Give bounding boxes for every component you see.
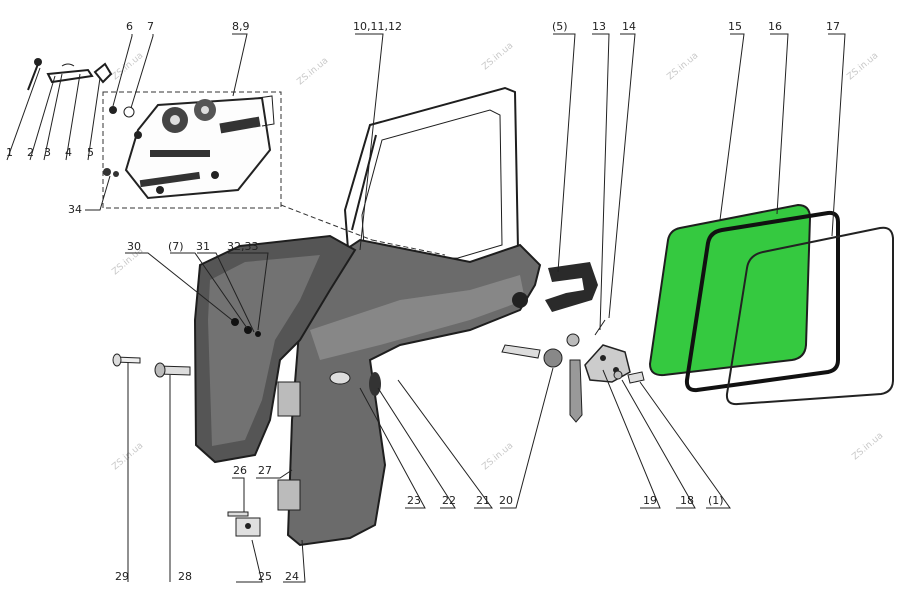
callout-25: 25 <box>258 570 272 583</box>
callout-1: 1 <box>6 146 13 159</box>
callout-21: 21 <box>476 494 490 507</box>
trim-clip <box>255 331 261 337</box>
callout-6: 6 <box>126 20 133 33</box>
callout-26: 26 <box>233 464 247 477</box>
screw-34-part <box>103 168 111 176</box>
lock-lever <box>150 150 210 157</box>
trim-clip <box>231 318 239 326</box>
callout-4: 4 <box>65 146 72 159</box>
callout-10-11-12: 10,11,12 <box>353 20 402 33</box>
watermark: ZS.in.ua <box>666 51 701 82</box>
callout-13: 13 <box>592 20 606 33</box>
striker-washer <box>613 370 623 380</box>
screw-shank <box>27 63 39 91</box>
lock-rod <box>501 344 541 359</box>
lock-gear-hub <box>201 106 209 114</box>
watermark: ZS.in.ua <box>851 431 886 462</box>
trim-clip <box>244 326 252 334</box>
lock-lever <box>139 171 201 188</box>
screw-34-part <box>113 171 119 177</box>
callout-20: 20 <box>499 494 513 507</box>
callout-5-ref: (5) <box>552 20 568 33</box>
door-opening <box>329 371 351 385</box>
handle-hole <box>512 292 528 308</box>
callout-30: 30 <box>127 240 141 253</box>
door-body-highlight <box>310 275 525 360</box>
handle-bracket-part <box>46 68 94 84</box>
rivet <box>134 131 142 139</box>
callout-3: 3 <box>44 146 51 159</box>
detail-projection-line <box>371 239 446 256</box>
callout-23: 23 <box>407 494 421 507</box>
callout-17: 17 <box>826 20 840 33</box>
detail-frame <box>102 91 282 209</box>
lock-tab <box>257 95 275 127</box>
clip-part <box>61 63 75 67</box>
callout-2: 2 <box>27 146 34 159</box>
striker-hole <box>600 355 606 361</box>
hinge-lower <box>277 479 301 511</box>
lock-cylinder <box>543 348 563 368</box>
window-glass-group <box>648 203 894 406</box>
door-key <box>569 359 583 423</box>
glass-run-seal <box>684 210 840 393</box>
callout-5: 5 <box>87 146 94 159</box>
small-parts-group <box>27 58 135 177</box>
door-trim-highlight <box>208 255 320 446</box>
bolt-part <box>109 106 117 114</box>
striker-plate <box>584 344 631 383</box>
lower-small-parts <box>112 353 261 537</box>
callout-31: 31 <box>196 240 210 253</box>
window-channel <box>351 134 377 231</box>
watermark: ZS.in.ua <box>296 56 331 87</box>
callout-16: 16 <box>768 20 782 33</box>
bolt-head <box>154 362 166 378</box>
callout-19: 19 <box>643 494 657 507</box>
striker-screw <box>627 371 645 384</box>
callout-29: 29 <box>115 570 129 583</box>
callout-18: 18 <box>680 494 694 507</box>
door-assembly <box>193 86 542 547</box>
bracket-hole <box>245 523 251 529</box>
screw-part <box>227 511 249 517</box>
handle-parts-group <box>501 262 645 423</box>
callout-28: 28 <box>178 570 192 583</box>
lock-washer <box>566 333 580 347</box>
window-glass <box>648 203 812 377</box>
callout-15: 15 <box>728 20 742 33</box>
leader-lines <box>6 33 846 583</box>
lock-mechanism-detail <box>102 91 446 256</box>
watermark: ZS.in.ua <box>481 41 516 72</box>
lock-bar <box>219 116 261 134</box>
outer-handle <box>545 262 598 312</box>
callout-27: 27 <box>258 464 272 477</box>
callout-7: 7 <box>147 20 154 33</box>
rivet <box>156 186 164 194</box>
window-frame-inner <box>361 109 503 263</box>
door-opening <box>369 372 381 396</box>
washer-part <box>123 106 135 118</box>
hinge-upper <box>277 381 301 417</box>
callout-32-33: 32,33 <box>227 240 259 253</box>
window-weatherstrip <box>725 226 894 406</box>
callout-34: 34 <box>68 203 82 216</box>
callout-8-9: 8,9 <box>232 20 250 33</box>
callout-24: 24 <box>285 570 299 583</box>
callout-1-ref: (1) <box>708 494 724 507</box>
callout-7-ref: (7) <box>168 240 184 253</box>
pin-head <box>112 353 122 367</box>
watermark: ZS.in.ua <box>481 441 516 472</box>
screw-part <box>34 58 42 66</box>
callout-22: 22 <box>442 494 456 507</box>
rivet <box>211 171 219 179</box>
callout-14: 14 <box>622 20 636 33</box>
watermark: ZS.in.ua <box>846 51 881 82</box>
callout-labels: 1 2 3 4 5 6 7 8,9 10,11,12 (5) 13 14 15 … <box>6 20 840 583</box>
detail-projection-line <box>280 204 373 241</box>
bracket-part <box>93 62 113 84</box>
lock-gear-hub <box>170 115 180 125</box>
